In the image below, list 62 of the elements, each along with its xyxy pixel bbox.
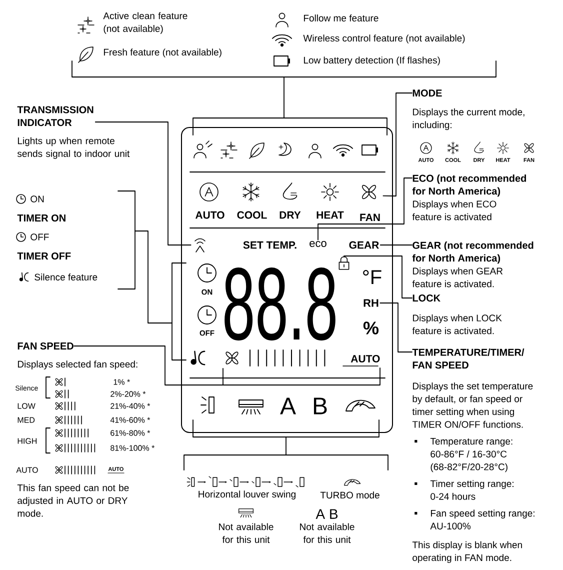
annotation-text: GEAR (not recommended for North America) Displays when GEAR feature is activated. xyxy=(412,242,534,288)
description-text: Displays selected fan speed: xyxy=(18,360,138,370)
mode-label: DRY xyxy=(280,211,301,219)
heading: FAN SPEED xyxy=(18,342,74,350)
speed-label: LOW xyxy=(18,403,36,409)
fan-speed-bar: AUTO xyxy=(226,350,380,366)
legend-text: Silence feature xyxy=(34,274,98,280)
speed-label: MED xyxy=(18,417,35,423)
legend-text: A B xyxy=(316,509,338,519)
percent-text: 81%-100% * xyxy=(110,445,155,451)
legend-text: Active clean feature (not available) xyxy=(103,12,188,34)
leader-line xyxy=(74,346,224,386)
percent-text: 2%-20% * xyxy=(110,391,146,397)
mode-label: AUTO xyxy=(196,211,224,219)
timer-label: OFF xyxy=(30,234,49,240)
node-label: AUTO xyxy=(350,354,380,362)
mode-label: COOL xyxy=(237,211,267,219)
legend-text: TURBO mode xyxy=(320,492,380,498)
percent-text: 1% * xyxy=(114,379,130,385)
heading: TRANSMISSION INDICATOR xyxy=(17,106,94,126)
antenna-icon xyxy=(194,238,206,252)
legend-text: Follow me feature xyxy=(304,14,378,22)
description-text: Lights up when remote sends signal to indoor unit xyxy=(17,137,130,159)
annotation-text: TEMPERATURE/TIMER/ FAN SPEED Displays the set temperature by default, or fan speed or timer setting when using TIMER ON/OFF functions. Temperature range: 60-86°F / 16-30°C (68-82°F/20-28°C) Timer setting range: 0-24 hours Fan speed setting range: AU-100% This display is blank when operating in FAN mode. xyxy=(412,348,534,563)
speed-label: HIGH xyxy=(18,438,37,444)
annotation-text: MODE Displays the current mode, including: xyxy=(412,90,524,130)
note-text: This fan speed can not be adjusted in AUTO or DRY mode. xyxy=(17,484,129,517)
percent-text: 41%-60% * xyxy=(110,417,150,423)
leader-line xyxy=(380,244,412,246)
annotation-text: ECO (not recommended for North America) Displays when ECO feature is activated xyxy=(412,174,526,220)
timer-label: ON xyxy=(30,196,44,202)
display-text: B xyxy=(314,398,327,414)
node-label: FAN xyxy=(360,214,380,222)
segment-digits: 88.8 xyxy=(224,268,336,340)
gear-text: GEAR xyxy=(349,241,379,249)
lock-icon xyxy=(338,256,350,270)
leader-line xyxy=(380,302,412,352)
eco-text: eco xyxy=(310,241,326,248)
legend-text: Wireless control feature (not available) xyxy=(303,34,465,44)
leader-line xyxy=(382,92,412,196)
rh-text: RH xyxy=(364,299,378,307)
mode-label: HEAT xyxy=(316,211,344,219)
legend-text: Low battery detection (If flashes) xyxy=(304,56,440,66)
lcd-panel xyxy=(181,127,393,433)
display-text: % xyxy=(363,322,379,334)
fan-mode-indicator: FAN xyxy=(360,184,380,221)
legend-text: Horizontal louver swing xyxy=(198,490,296,500)
leader-line xyxy=(94,122,192,246)
heading: TIMER OFF xyxy=(17,252,71,260)
heading: TIMER ON xyxy=(17,214,66,222)
speed-label: AUTO xyxy=(16,467,38,473)
leader-line xyxy=(344,256,412,298)
percent-text: 61%-80% * xyxy=(110,430,150,436)
note-text: Not available for this unit xyxy=(300,523,354,543)
display-text: A xyxy=(280,398,296,414)
display-text: SET TEMP. xyxy=(243,241,296,249)
leader-line xyxy=(318,178,412,240)
percent-text: 21%-40% * xyxy=(110,403,150,409)
note-text: Not available for this unit xyxy=(219,523,274,543)
display-text: °F xyxy=(363,270,382,284)
annotation-text: LOCK Displays when LOCK feature is activated. xyxy=(412,294,502,334)
legend-text: Fresh feature (not available) xyxy=(104,48,222,58)
